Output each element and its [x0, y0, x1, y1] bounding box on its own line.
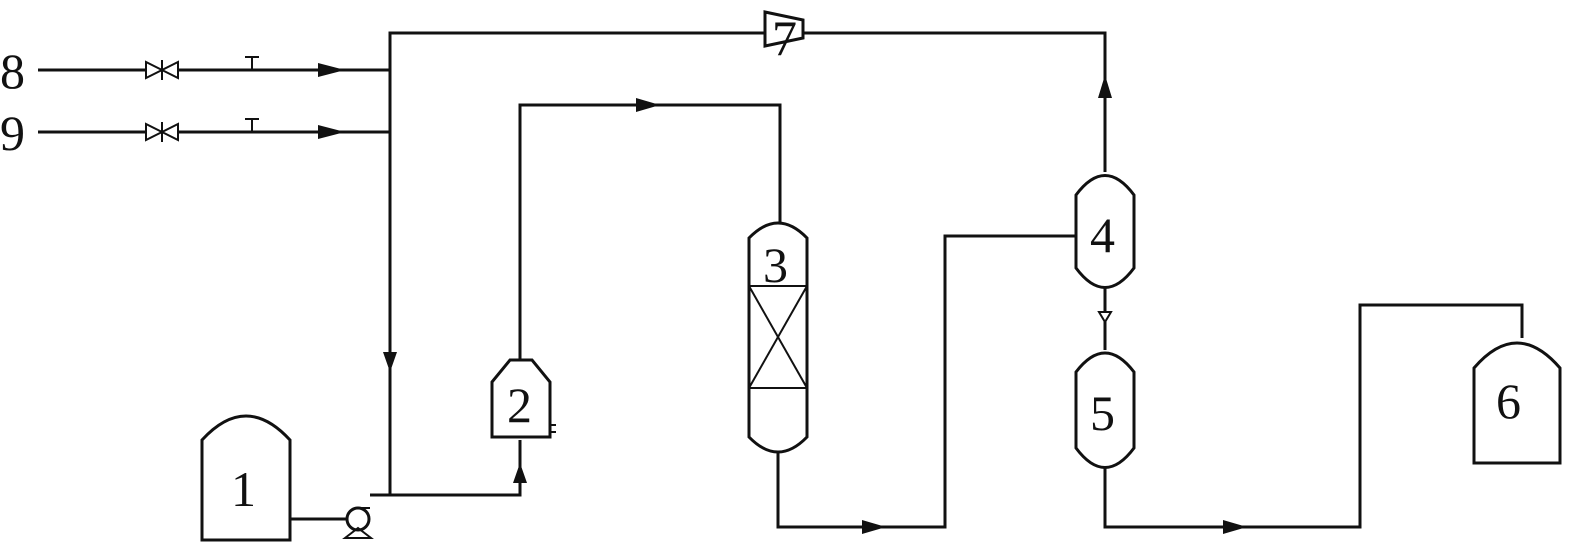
feed-line-8 — [38, 56, 390, 80]
recycle-loop — [383, 31, 1112, 495]
arrow-to-reactor-icon — [636, 98, 660, 112]
arrow-8-icon — [318, 63, 345, 77]
separator-4 — [1074, 174, 1136, 289]
arrow-to-heater-icon — [513, 463, 527, 483]
label-separator-4: 4 — [1090, 207, 1115, 263]
arrow-to-tank6-icon — [1223, 520, 1247, 534]
label-feed-8: 8 — [0, 43, 25, 99]
check-valve-icon — [1097, 311, 1113, 324]
label-tank-6: 6 — [1496, 373, 1521, 429]
tank-6 — [1472, 341, 1562, 465]
heater-2 — [490, 358, 556, 439]
reactor-3 — [747, 221, 809, 454]
valve-9b-icon — [159, 122, 179, 142]
label-reactor-3: 3 — [763, 237, 788, 293]
valve-8b-icon — [159, 60, 179, 80]
arrow-9-icon — [318, 125, 345, 139]
receiver-5 — [1074, 351, 1136, 469]
label-receiver-5: 5 — [1090, 385, 1115, 441]
pump-icon — [342, 506, 374, 539]
arrow-reactor-out-icon — [862, 520, 886, 534]
arrow-header-down-icon — [383, 352, 397, 372]
compressor-7 — [763, 10, 805, 48]
label-feed-9: 9 — [0, 105, 25, 161]
valve-9-icon — [145, 122, 165, 142]
label-tank-1: 1 — [231, 461, 256, 517]
valve-8-icon — [145, 60, 165, 80]
feed-line-9 — [38, 118, 390, 142]
label-heater-2: 2 — [507, 377, 532, 433]
arrow-recycle-up-icon — [1098, 75, 1112, 98]
tank-1 — [200, 414, 292, 542]
label-compressor-7: 7 — [772, 10, 797, 66]
